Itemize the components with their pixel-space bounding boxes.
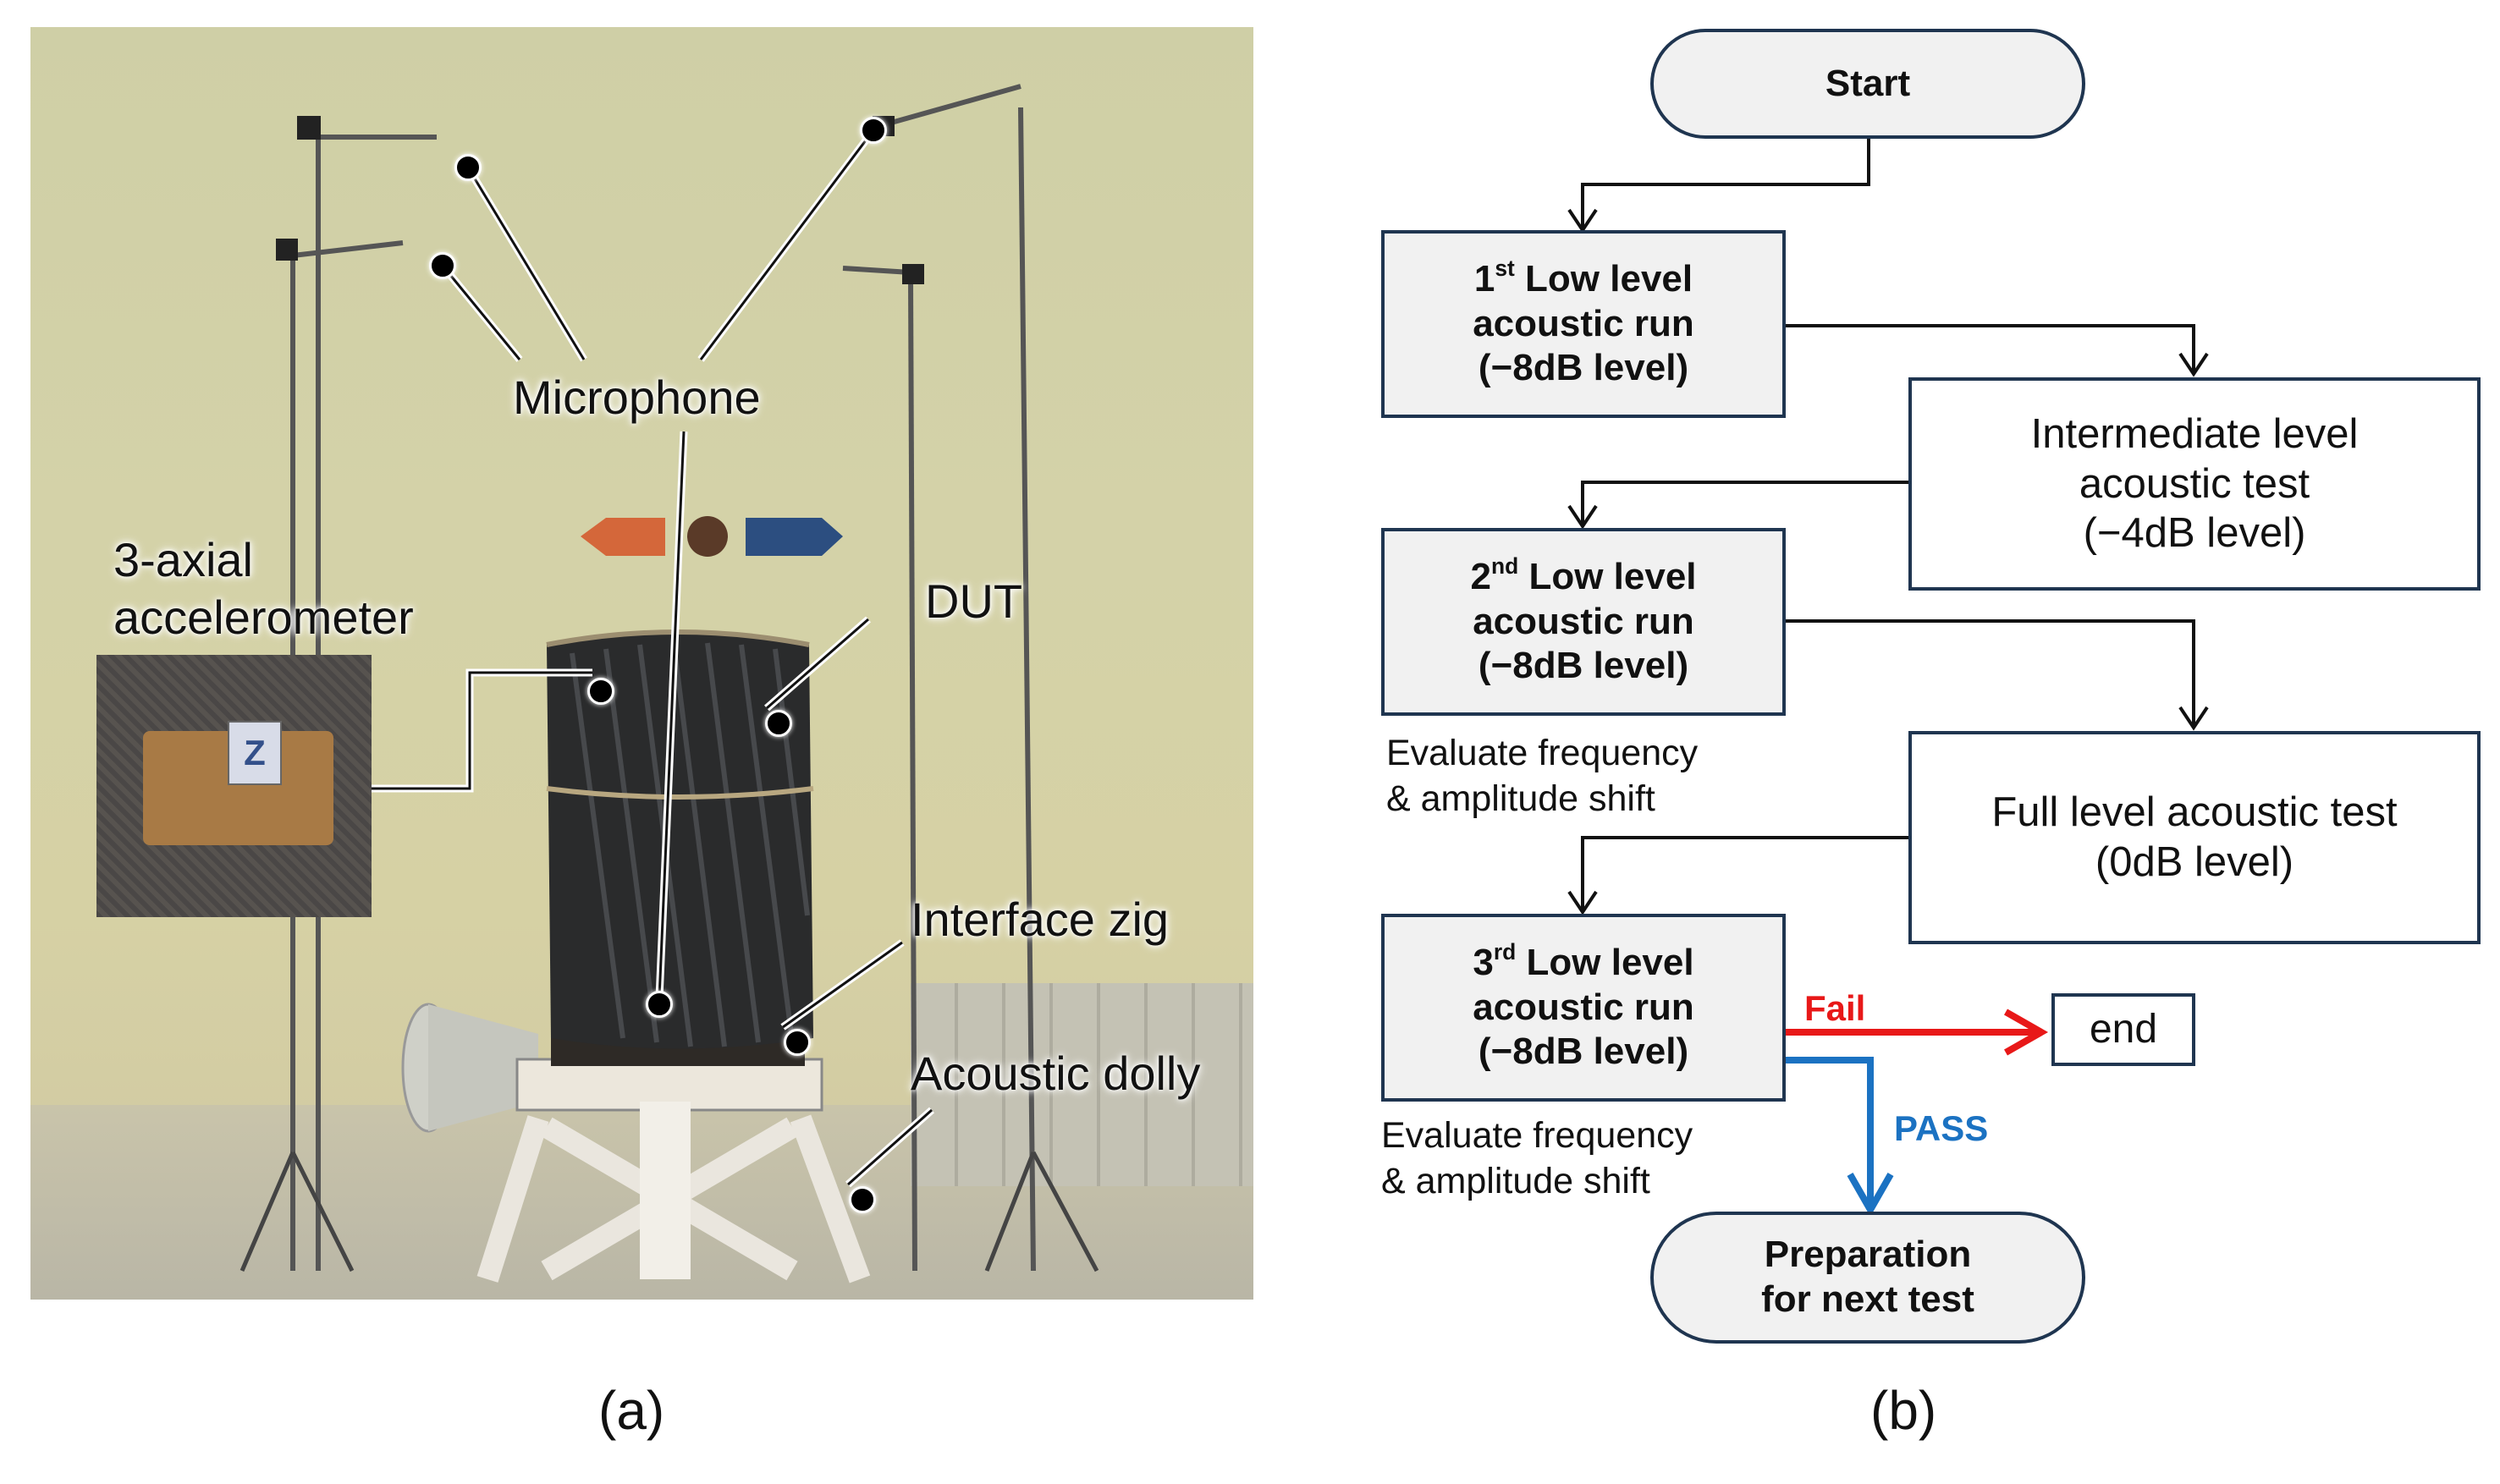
evaluate-note-2: Evaluate frequency & amplitude shift bbox=[1381, 1113, 1693, 1205]
prep-line1: Preparation bbox=[1764, 1234, 1972, 1276]
interface-zig-point bbox=[784, 1029, 811, 1056]
note1-line1: Evaluate frequency bbox=[1386, 733, 1699, 773]
acoustic-dolly-point bbox=[849, 1186, 876, 1213]
brown-marker bbox=[687, 516, 728, 557]
microphone-point-3 bbox=[860, 117, 887, 144]
evaluate-note-1: Evaluate frequency & amplitude shift bbox=[1386, 731, 1698, 822]
callout-lines bbox=[372, 128, 934, 1188]
microphone-point-2 bbox=[429, 252, 456, 279]
tripod-legs bbox=[240, 1151, 1099, 1272]
intermediate-line1: Intermediate level bbox=[2030, 410, 2359, 457]
end-box: end bbox=[2051, 993, 2195, 1066]
microphone-point-4 bbox=[646, 991, 673, 1018]
run3-line3: (−8dB level) bbox=[1478, 1031, 1689, 1073]
pass-arrow bbox=[1784, 1057, 1894, 1217]
microphone-point-1 bbox=[454, 154, 482, 181]
microphone-stands bbox=[290, 84, 1036, 1272]
run3-ordinal-suffix: rd bbox=[1493, 938, 1517, 965]
caption-b: (b) bbox=[1870, 1380, 1937, 1441]
end-text: end bbox=[2089, 1007, 2158, 1053]
start-text: Start bbox=[1825, 62, 1911, 104]
fail-arrow bbox=[1784, 1009, 2049, 1056]
run2-box: 2nd Low level acoustic run (−8dB level) bbox=[1381, 528, 1786, 716]
full-line2: (0dB level) bbox=[2095, 839, 2294, 885]
full-line1: Full level acoustic test bbox=[1991, 789, 2398, 836]
run2-ordinal: 2 bbox=[1470, 555, 1491, 597]
run1-box: 1st Low level acoustic run (−8dB level) bbox=[1381, 230, 1786, 418]
full-level-test-box: Full level acoustic test (0dB level) bbox=[1908, 731, 2481, 944]
dolly-center-post bbox=[640, 1102, 691, 1279]
note1-line2: & amplitude shift bbox=[1386, 778, 1655, 819]
run1-ordinal: 1 bbox=[1473, 257, 1495, 300]
prep-line2: for next test bbox=[1761, 1278, 1974, 1320]
start-terminal: Start bbox=[1650, 29, 2085, 139]
run3-box: 3rd Low level acoustic run (−8dB level) bbox=[1381, 914, 1786, 1102]
fail-label: Fail bbox=[1804, 988, 1866, 1028]
run2-line3: (−8dB level) bbox=[1478, 645, 1689, 687]
test-setup-photo: Z Microphone 3-axial ac bbox=[30, 27, 1253, 1300]
acoustic-dolly-label: Acoustic dolly bbox=[911, 1047, 1201, 1100]
accelerometer-label-line1: 3-axial bbox=[113, 533, 253, 586]
intermediate-line2: acoustic test bbox=[2079, 460, 2310, 507]
accelerometer-point bbox=[587, 678, 614, 705]
accelerometer-inset: Z bbox=[96, 655, 372, 917]
accelerometer-sensor: Z bbox=[228, 721, 282, 785]
microphone-label: Microphone bbox=[513, 371, 761, 424]
run3-line2: acoustic run bbox=[1473, 986, 1694, 1028]
run2-title: Low level bbox=[1518, 555, 1697, 597]
run1-title: Low level bbox=[1514, 257, 1693, 300]
note2-line1: Evaluate frequency bbox=[1381, 1115, 1693, 1156]
run2-ordinal-suffix: nd bbox=[1490, 552, 1519, 579]
note2-line2: & amplitude shift bbox=[1381, 1160, 1650, 1201]
photo-scene bbox=[240, 84, 1099, 1283]
run1-ordinal-suffix: st bbox=[1495, 255, 1515, 281]
run3-title: Low level bbox=[1516, 941, 1694, 983]
interface-zig-label: Interface zig bbox=[911, 893, 1170, 946]
wall-panels bbox=[911, 983, 1253, 1186]
intermediate-test-box: Intermediate level acoustic test (−4dB l… bbox=[1908, 377, 2481, 591]
intermediate-line3: (−4dB level) bbox=[2083, 510, 2306, 557]
preparation-terminal: Preparation for next test bbox=[1650, 1212, 2085, 1344]
dut-point bbox=[765, 710, 792, 737]
run1-line2: acoustic run bbox=[1473, 302, 1694, 344]
accelerometer-label-line2: accelerometer bbox=[113, 591, 414, 644]
run1-line3: (−8dB level) bbox=[1478, 347, 1689, 389]
caption-a: (a) bbox=[598, 1380, 665, 1441]
run3-ordinal: 3 bbox=[1473, 941, 1494, 983]
blue-marker bbox=[746, 518, 843, 556]
pass-label: PASS bbox=[1894, 1108, 1989, 1148]
dut-label: DUT bbox=[925, 574, 1023, 628]
run2-line2: acoustic run bbox=[1473, 600, 1694, 642]
orange-marker bbox=[581, 518, 665, 556]
